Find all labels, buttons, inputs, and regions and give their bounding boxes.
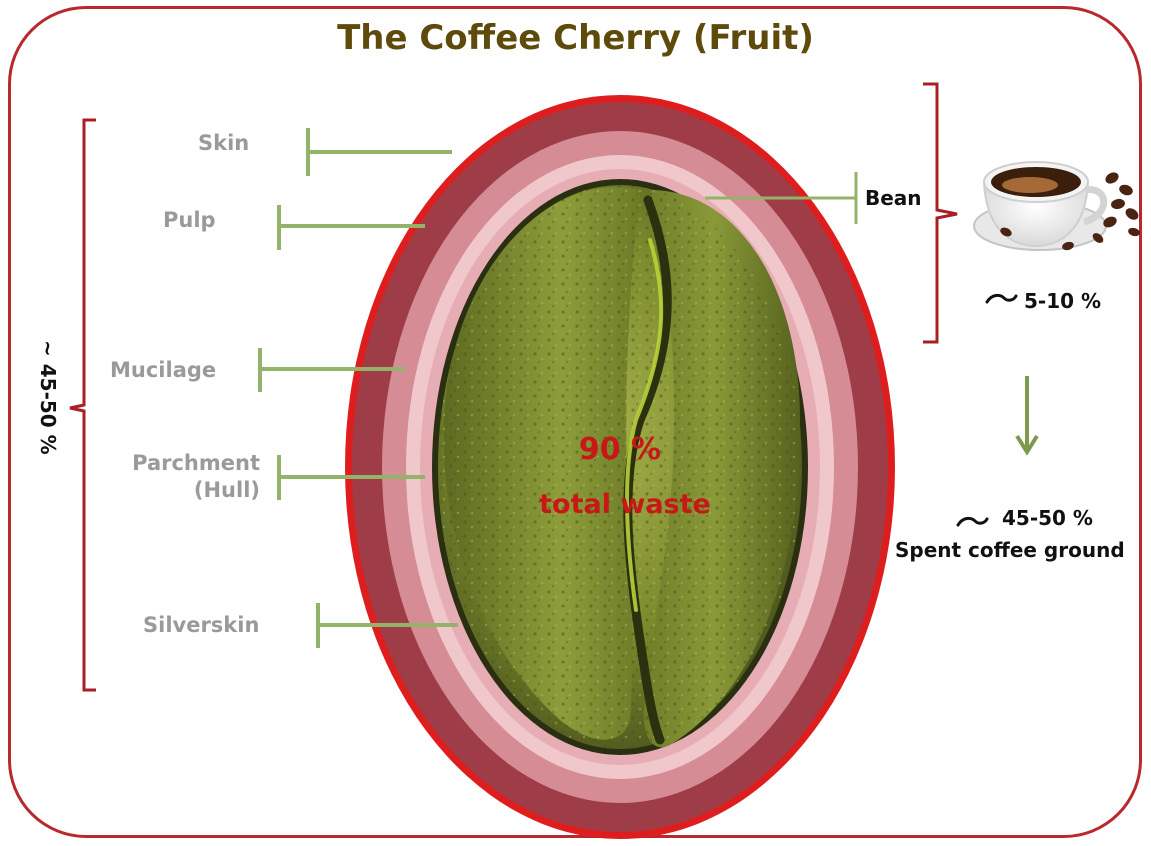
left-bracket-tilde: ~ <box>36 340 60 357</box>
parchment-line2: (Hull) <box>126 477 260 504</box>
spent-share-value: 45-50 % <box>1002 505 1093 531</box>
right-bracket <box>923 84 957 342</box>
layer-label-pulp: Pulp <box>163 207 216 234</box>
bean-label: Bean <box>865 185 922 211</box>
center-caption: total waste <box>500 485 750 525</box>
left-bracket-value: 45-50 % <box>36 364 60 455</box>
coffee-cup-icon <box>974 162 1141 251</box>
left-bracket <box>70 120 96 690</box>
parchment-line1: Parchment <box>126 450 260 477</box>
tilde-spent-share <box>958 518 987 525</box>
tilde-bean-share <box>987 295 1016 302</box>
layer-label-parchment: Parchment (Hull) <box>126 450 260 504</box>
down-arrow <box>1017 376 1037 452</box>
center-percent: 90 % <box>540 430 700 470</box>
spent-share-caption: Spent coffee ground <box>895 537 1125 563</box>
layer-label-silverskin: Silverskin <box>143 612 259 639</box>
left-bracket-label: ~ 45-50 % <box>30 340 60 450</box>
bean-share-value: 5-10 % <box>1024 288 1101 314</box>
crema <box>1002 177 1058 193</box>
layer-label-mucilage: Mucilage <box>110 357 216 384</box>
layer-label-skin: Skin <box>198 130 249 157</box>
